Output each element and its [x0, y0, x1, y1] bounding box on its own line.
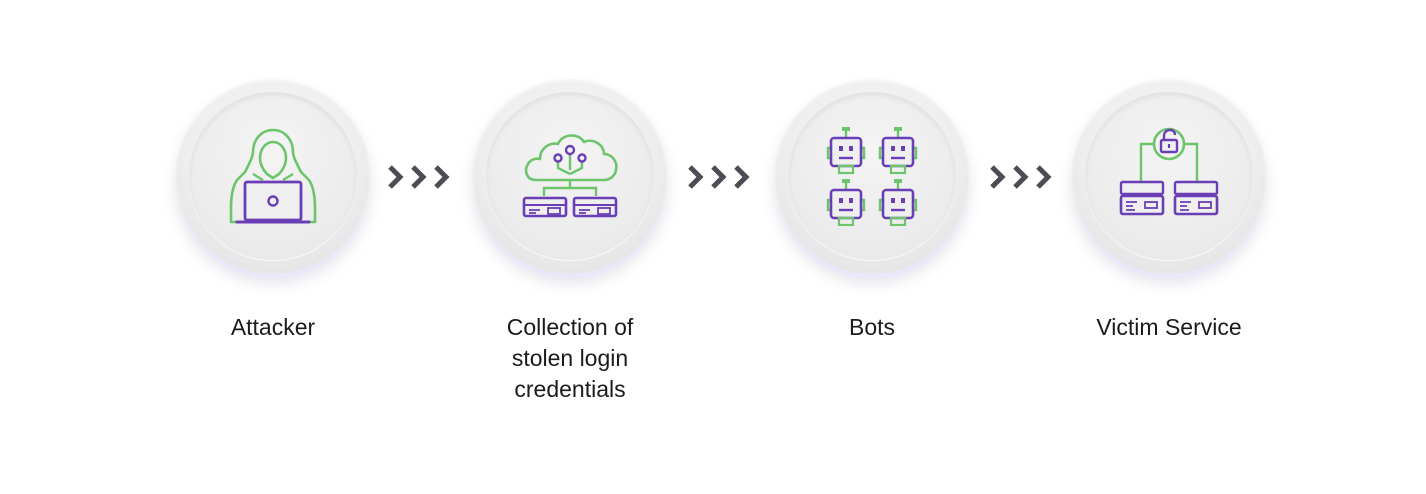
- step-label: Victim Service: [1096, 314, 1242, 340]
- attacker-circle: [175, 78, 371, 274]
- cloud-servers-icon: [522, 134, 618, 218]
- four-robots-icon: [826, 126, 918, 226]
- bots-circle: [774, 78, 970, 274]
- arrow-chevrons: [386, 163, 456, 191]
- arrow-chevrons: [988, 163, 1058, 191]
- collection-circle: [472, 78, 668, 274]
- step-label: Attacker: [230, 314, 316, 340]
- arrow-chevrons: [686, 163, 756, 191]
- victim-service-circle: [1071, 78, 1267, 274]
- hooded-hacker-laptop-icon: [229, 128, 317, 224]
- step-label: Collection of stolen login credentials: [506, 314, 634, 402]
- unlocked-padlock-servers-icon: [1119, 127, 1219, 216]
- step-label: Bots: [848, 314, 896, 340]
